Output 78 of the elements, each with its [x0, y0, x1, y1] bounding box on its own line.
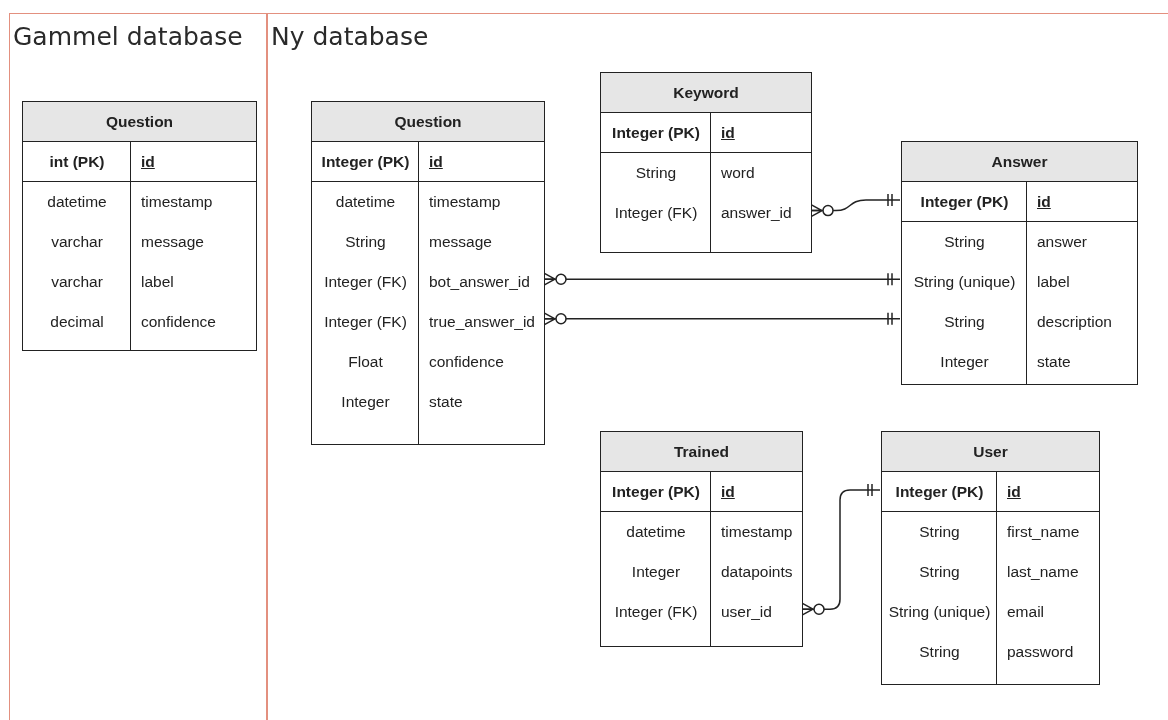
relationship-line — [543, 272, 901, 286]
column-name: timestamp — [428, 192, 502, 212]
column-name: label — [140, 272, 175, 292]
entity-table — [901, 141, 1138, 385]
column-type: Integer (FK) — [323, 312, 408, 332]
relationship-line — [543, 312, 901, 326]
column-type: varchar — [50, 232, 104, 252]
column-type: String — [344, 232, 387, 252]
table-header: User — [882, 432, 1099, 472]
column-name: word — [720, 163, 756, 183]
column-type: Integer (FK) — [613, 203, 699, 223]
column-name: state — [428, 392, 464, 412]
column-name: true_answer_id — [428, 312, 536, 332]
relationship-line — [801, 483, 881, 616]
column-type: Integer (PK) — [601, 472, 711, 512]
section-title: Ny database — [271, 22, 429, 51]
column-name: email — [1006, 602, 1046, 622]
column-type: Integer — [340, 392, 391, 412]
column-name: id — [711, 472, 802, 512]
section-title: Gammel database — [13, 22, 243, 51]
column-name: id — [1027, 182, 1137, 222]
column-name: id — [419, 142, 544, 182]
column-type: String — [918, 562, 961, 582]
column-name: label — [1036, 272, 1071, 292]
column-name: confidence — [428, 352, 505, 372]
column-type: Integer — [939, 352, 990, 372]
column-name: bot_answer_id — [428, 272, 531, 292]
column-name: user_id — [720, 602, 773, 622]
column-name: id — [131, 142, 256, 182]
column-name: message — [428, 232, 493, 252]
column-name: first_name — [1006, 522, 1081, 542]
column-type: Integer (PK) — [902, 182, 1027, 222]
entity-table — [600, 72, 812, 253]
column-name: message — [140, 232, 205, 252]
column-name: datapoints — [720, 562, 794, 582]
column-type: decimal — [49, 312, 105, 332]
table-header: Keyword — [601, 73, 811, 113]
column-type: Float — [347, 352, 384, 372]
column-name: last_name — [1006, 562, 1080, 582]
table-header: Trained — [601, 432, 802, 472]
column-type: int (PK) — [23, 142, 131, 182]
table-header: Question — [23, 102, 256, 142]
column-type: varchar — [50, 272, 104, 292]
column-type: Integer — [630, 562, 682, 582]
entity-table — [600, 431, 803, 647]
column-type: String — [918, 642, 961, 662]
column-type: datetime — [334, 192, 397, 212]
column-name: id — [711, 113, 811, 153]
column-type: String (unique) — [887, 602, 992, 622]
section-frame — [267, 13, 1168, 720]
column-name: timestamp — [140, 192, 214, 212]
column-name: description — [1036, 312, 1113, 332]
relationship-line — [810, 193, 901, 218]
column-name: state — [1036, 352, 1072, 372]
column-type: String — [943, 232, 986, 252]
table-header: Question — [312, 102, 544, 142]
column-type: String — [918, 522, 961, 542]
column-type: Integer (FK) — [613, 602, 699, 622]
table-header: Answer — [902, 142, 1137, 182]
column-type: Integer (PK) — [312, 142, 419, 182]
column-type: String — [634, 163, 678, 183]
column-type: Integer (PK) — [882, 472, 997, 512]
column-type: String — [943, 312, 986, 332]
column-type: datetime — [625, 522, 687, 542]
column-name: id — [997, 472, 1099, 512]
column-type: Integer (FK) — [323, 272, 408, 292]
section-frame — [9, 13, 267, 720]
column-type: Integer (PK) — [601, 113, 711, 153]
column-type: String (unique) — [912, 272, 1017, 292]
entity-table — [311, 101, 545, 445]
column-name: password — [1006, 642, 1075, 662]
column-type: datetime — [46, 192, 108, 212]
column-name: answer — [1036, 232, 1088, 252]
column-name: timestamp — [720, 522, 794, 542]
entity-table — [22, 101, 257, 351]
column-name: answer_id — [720, 203, 793, 223]
entity-table — [881, 431, 1100, 685]
column-name: confidence — [140, 312, 217, 332]
